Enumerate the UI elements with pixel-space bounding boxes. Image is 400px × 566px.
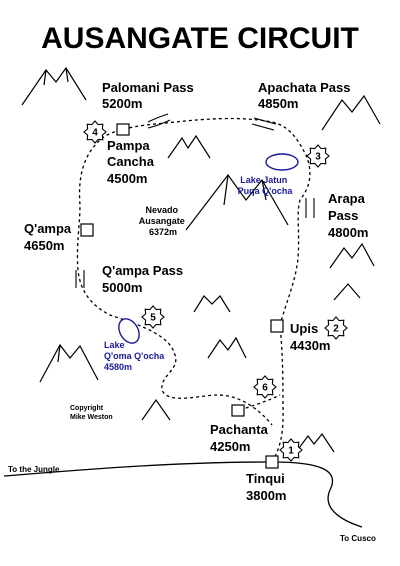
mountain-icon — [141, 398, 171, 421]
camp-qampa — [80, 223, 94, 237]
camp-pachanta — [231, 404, 245, 417]
mountain-icon — [295, 432, 335, 453]
lake-qoma-qocha-shape — [118, 318, 140, 344]
mountain-icon — [193, 295, 231, 313]
edge-label-jungle: To the Jungle — [8, 465, 60, 474]
lake-label-qoma-qocha: Lake Q'oma Q'ocha 4580m — [104, 340, 167, 372]
stage-star-2 — [324, 316, 348, 340]
place-label-tinqui: Tinqui 3800m — [246, 471, 288, 503]
stage-star-1 — [279, 438, 303, 462]
stage-number-2: 2 — [333, 324, 339, 335]
mountain-icon — [185, 173, 289, 231]
edge-label-cusco: To Cusco — [340, 534, 376, 543]
place-label-apachata-pass: Apachata Pass 4850m — [258, 80, 354, 111]
camp-upis — [270, 319, 284, 333]
place-label-upis: Upis 4430m — [290, 321, 330, 353]
stage-star-6 — [253, 375, 277, 399]
place-label-qampa: Q'ampa 4650m — [24, 221, 75, 253]
place-label-qampa-pass: Q'ampa Pass 5000m — [102, 263, 187, 295]
peak-label: Nevado Ausangate 6372m — [139, 205, 188, 237]
place-label-palomani-pass: Palomani Pass 5200m — [102, 80, 197, 111]
pass-icon — [251, 117, 277, 131]
mountain-icon — [321, 94, 381, 131]
mountain-icon — [329, 242, 375, 269]
stage-star-3 — [306, 144, 330, 168]
map-title: AUSANGATE CIRCUIT — [41, 22, 359, 55]
mountain-icon — [207, 336, 247, 359]
stage-number-6: 6 — [262, 383, 268, 394]
stage-markers: 1 2 3 4 5 6 — [83, 120, 348, 462]
pass-icon — [305, 198, 315, 218]
place-label-pachanta: Pachanta 4250m — [210, 422, 271, 454]
lake-jatun-puqa-qocha-shape — [265, 153, 299, 171]
stage-number-3: 3 — [315, 152, 321, 163]
mountain-icon — [21, 66, 87, 106]
stage-number-1: 1 — [288, 446, 294, 457]
copyright-label: Copyright Mike Weston — [70, 405, 113, 421]
mountain-icon — [167, 134, 211, 159]
stage-number-5: 5 — [150, 313, 156, 324]
lake-label-jatun-puqa-qocha: Lake Jatun Puqa Q'ocha — [238, 175, 294, 196]
camp-palomani — [116, 123, 130, 136]
road — [3, 461, 363, 528]
stage-star-5 — [141, 305, 165, 329]
pass-icon — [147, 113, 171, 129]
stage-number-4: 4 — [92, 128, 98, 139]
mountain-icon — [333, 283, 361, 301]
camp-tinqui — [265, 455, 279, 469]
pass-icon — [75, 270, 85, 288]
place-label-pampa-cancha: Pampa Cancha 4500m — [107, 138, 158, 186]
place-label-arapa-pass: Arapa Pass 4800m — [328, 191, 368, 240]
stage-star-4 — [83, 120, 107, 144]
mountain-icon — [39, 343, 99, 383]
